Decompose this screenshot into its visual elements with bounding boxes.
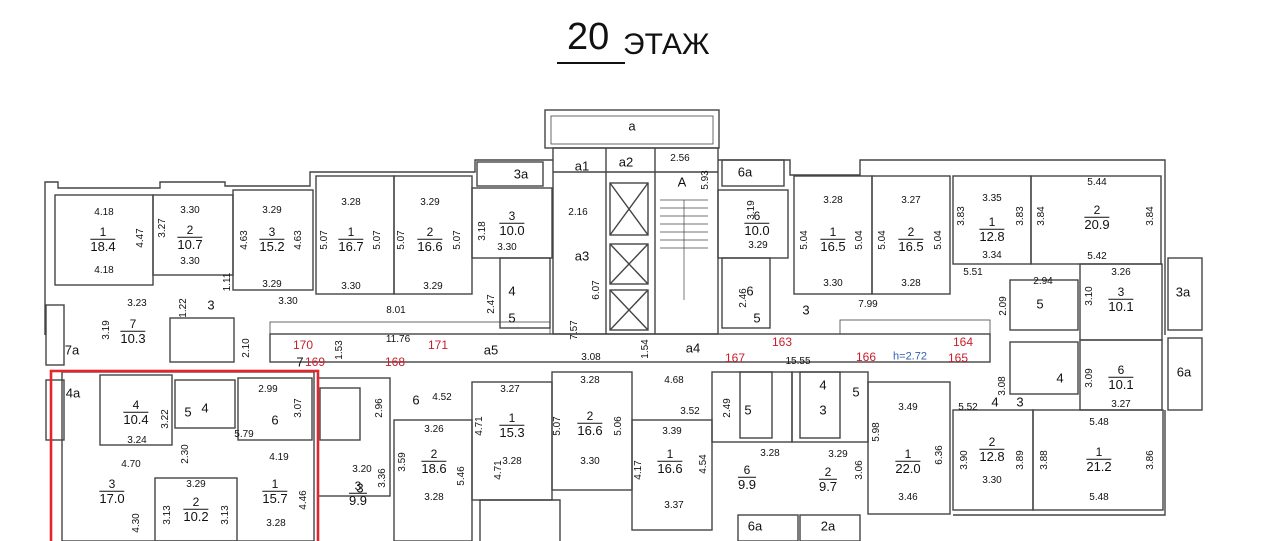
room-right-2: [952, 409, 1034, 511]
elevator-1: [609, 182, 649, 236]
room-left-3: [232, 189, 314, 291]
room-6: [471, 187, 553, 259]
elevator-3: [609, 289, 649, 331]
room-right-6: [1079, 339, 1163, 411]
floor-number-underline: [557, 62, 625, 64]
room-5: [393, 175, 473, 295]
balcony-3a-top: [476, 161, 544, 187]
balcony-6a-right: [1167, 337, 1203, 411]
highlighted-apartment-outline: [49, 369, 320, 541]
balcony-3a-right: [1167, 257, 1203, 331]
corridor: [269, 333, 991, 363]
room-10: [952, 175, 1032, 265]
room-right-3: [1079, 263, 1163, 341]
room-8: [793, 175, 873, 295]
balcony-4a: [45, 379, 65, 441]
bathroom-center-right: [721, 257, 771, 329]
balcony-7a: [45, 304, 65, 366]
floor-title: 20 ЭТАЖ: [555, 14, 735, 70]
room-11: [1030, 175, 1162, 265]
bathroom-right-upper: [1009, 279, 1079, 331]
stair-core: [552, 147, 719, 335]
room-right-1: [1032, 409, 1164, 511]
bathroom-center-left: [499, 257, 551, 329]
room-left-2: [152, 194, 234, 276]
plan-walls: [44, 109, 1203, 541]
floor-word: ЭТАЖ: [623, 28, 710, 61]
bathroom-left: [169, 317, 235, 363]
room-7: [717, 189, 789, 259]
bathroom-right-lower: [1009, 341, 1079, 395]
floor-number: 20: [567, 16, 610, 58]
room-4: [315, 175, 395, 295]
room-left-1: [54, 194, 154, 286]
balcony-6a-top: [721, 159, 785, 187]
balcony-2a-bottom: [799, 514, 861, 541]
elevator-2: [609, 243, 649, 285]
balcony-6a-bottom: [737, 514, 799, 541]
room-9: [871, 175, 951, 295]
